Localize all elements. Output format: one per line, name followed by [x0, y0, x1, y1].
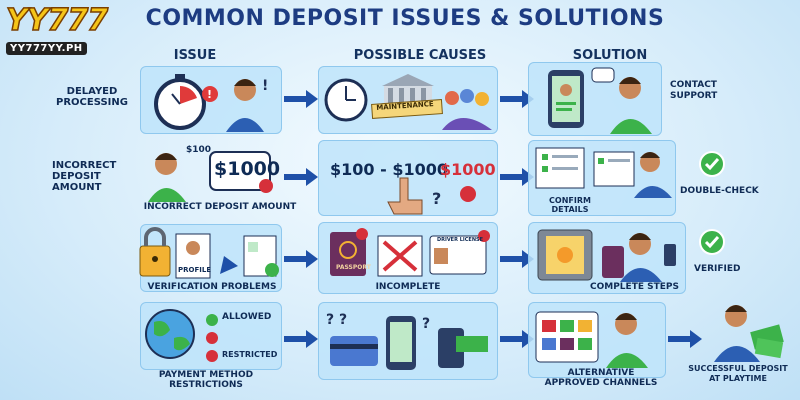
- row2-issue-label: INCORRECT DEPOSIT AMOUNT: [52, 160, 117, 193]
- row4-solution-label: ALTERNATIVE APPROVED CHANNELS: [544, 368, 658, 388]
- cross-icon: [259, 179, 273, 193]
- column-header-solution: SOLUTION: [572, 48, 648, 63]
- hand-pointer-icon: [387, 177, 423, 215]
- arrow-icon: [284, 330, 318, 348]
- svg-text:? ?: ? ?: [326, 312, 347, 328]
- verified-label: VERIFIED: [694, 264, 741, 274]
- svg-text:?: ?: [422, 316, 430, 332]
- column-header-issue: ISSUE: [173, 48, 217, 63]
- row1-solution-label: CONTACT SUPPORT: [670, 80, 718, 101]
- alert-icon: [202, 86, 218, 102]
- row4-issue-label: PAYMENT METHOD RESTRICTIONS: [158, 370, 254, 390]
- id-card-icon: [429, 235, 487, 275]
- range-text: $100 - $1000: [330, 160, 448, 179]
- arrow-icon: [500, 168, 534, 186]
- alternative-channels-illustration: [535, 311, 648, 368]
- small-amount: $100: [186, 145, 212, 155]
- confirm-details-label: CONFIRM DETAILS: [549, 196, 591, 214]
- restricted-label: RESTRICTED: [222, 350, 278, 359]
- clock-bank-crowd-illustration: [324, 74, 492, 130]
- arrow-icon: [284, 168, 318, 186]
- payment-methods-illustration: ? ? ?: [326, 312, 488, 370]
- row3-solution-label: COMPLETE STEPS: [590, 282, 679, 292]
- arrow-icon: [668, 330, 702, 348]
- globe-icon: [145, 309, 195, 359]
- page-title: COMMON DEPOSIT ISSUES & SOLUTIONS: [145, 6, 665, 31]
- brand-logo: YY777 YY777YY.PH: [5, 3, 118, 55]
- row1-issue-label: DELAYED PROCESSING: [56, 86, 128, 108]
- app-grid-icon: [535, 311, 599, 363]
- check-icon: [699, 229, 725, 255]
- arrow-icon: [500, 330, 534, 348]
- row2-solution-label: DOUBLE-CHECK: [680, 186, 759, 196]
- profile-label: PROFILE: [178, 266, 212, 274]
- allowed-label: ALLOWED: [222, 312, 272, 322]
- globe-illustration: [145, 309, 218, 362]
- arrow-icon: [500, 90, 534, 108]
- license-label: DRIVER LICENSE: [436, 237, 484, 243]
- cross-icon: [460, 186, 476, 202]
- pointer-hand-illustration: ?: [387, 177, 476, 215]
- check-icon: [699, 151, 725, 177]
- arrow-icon: [284, 90, 318, 108]
- success-person-illustration: [714, 305, 784, 362]
- svg-text:!: !: [262, 78, 268, 94]
- incomplete-docs-illustration: [330, 228, 490, 277]
- checklist-person-illustration: [535, 147, 672, 198]
- safe-person-illustration: [537, 229, 676, 282]
- svg-text:!: !: [207, 88, 212, 101]
- passport-label: PASSPORT: [336, 264, 371, 271]
- cash-icon: [456, 336, 488, 352]
- arrow-icon: [500, 250, 534, 268]
- row2-issue-caption: INCORRECT DEPOSIT AMOUNT: [143, 202, 297, 212]
- stopwatch-person-illustration: ! !: [154, 74, 268, 132]
- logo-main: YY777: [5, 3, 109, 38]
- row3-issue-label: VERIFICATION PROBLEMS: [147, 282, 277, 292]
- arrow-icon: [284, 250, 318, 268]
- column-header-causes: POSSIBLE CAUSES: [353, 48, 487, 63]
- big-amount: $1000: [214, 158, 281, 180]
- svg-text:?: ?: [432, 189, 441, 208]
- passport-icon: [330, 232, 366, 276]
- success-label: SUCCESSFUL DEPOSIT AT PLAYTIME: [688, 364, 788, 383]
- chat-bubble-icon: [591, 67, 615, 83]
- wrong-value-text: $1000: [440, 160, 496, 179]
- phone-support-illustration: [548, 67, 652, 134]
- lock-profile-illustration: [139, 227, 279, 279]
- wrong-amount-illustration: [148, 151, 273, 202]
- logo-sub: YY777YY.PH: [6, 42, 87, 55]
- row3-cause-label: INCOMPLETE: [375, 282, 441, 292]
- credit-card-icon: [330, 336, 378, 366]
